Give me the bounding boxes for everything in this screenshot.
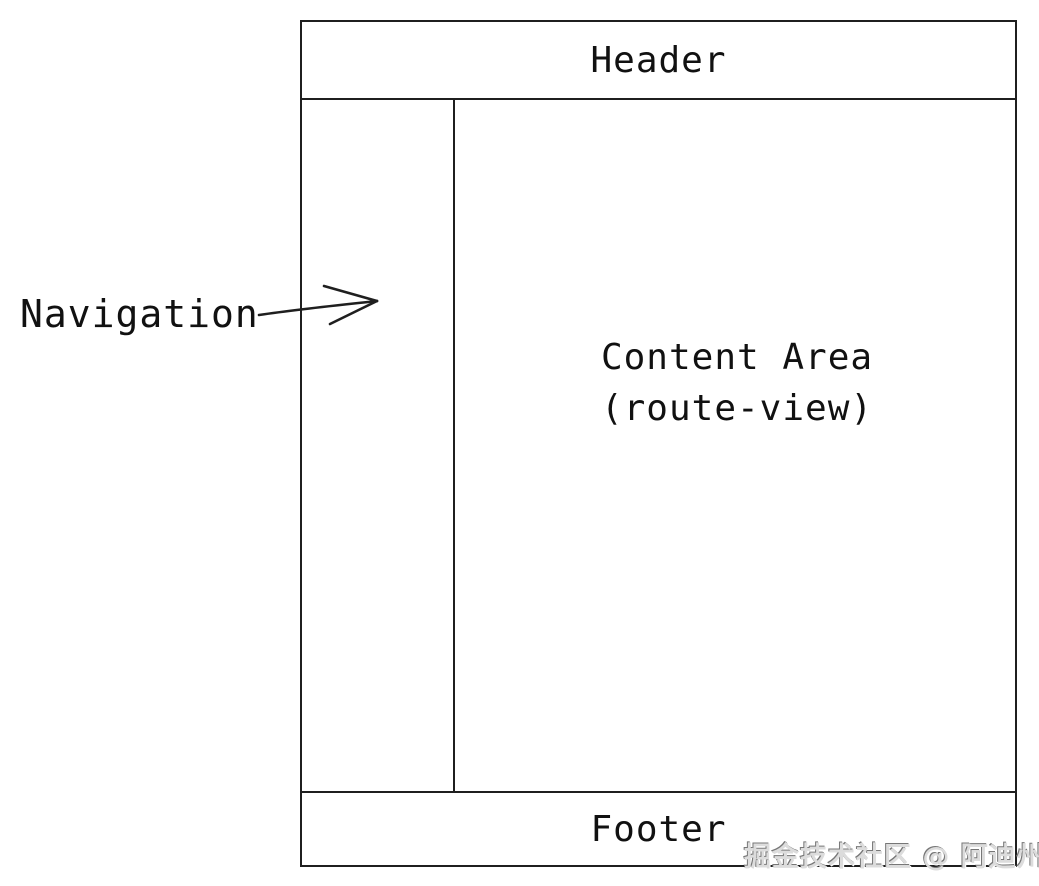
footer-top-line bbox=[302, 791, 1015, 793]
navigation-arrow-icon bbox=[257, 284, 379, 326]
navigation-column-line bbox=[453, 100, 455, 791]
content-area-label-line1: Content Area bbox=[600, 337, 874, 378]
content-area-label-line2: (route-view) bbox=[600, 388, 874, 429]
footer-region-label: Footer bbox=[590, 809, 727, 850]
navigation-callout-label: Navigation bbox=[20, 292, 259, 336]
content-area-label: Content Area (route-view) bbox=[455, 332, 1019, 434]
watermark-text: 掘金技术社区 @ 阿迪州 bbox=[744, 842, 1039, 873]
app-layout-box: Header Content Area (route-view) Footer bbox=[300, 20, 1017, 867]
header-region-label: Header bbox=[590, 40, 727, 81]
header-bottom-line bbox=[302, 98, 1015, 100]
